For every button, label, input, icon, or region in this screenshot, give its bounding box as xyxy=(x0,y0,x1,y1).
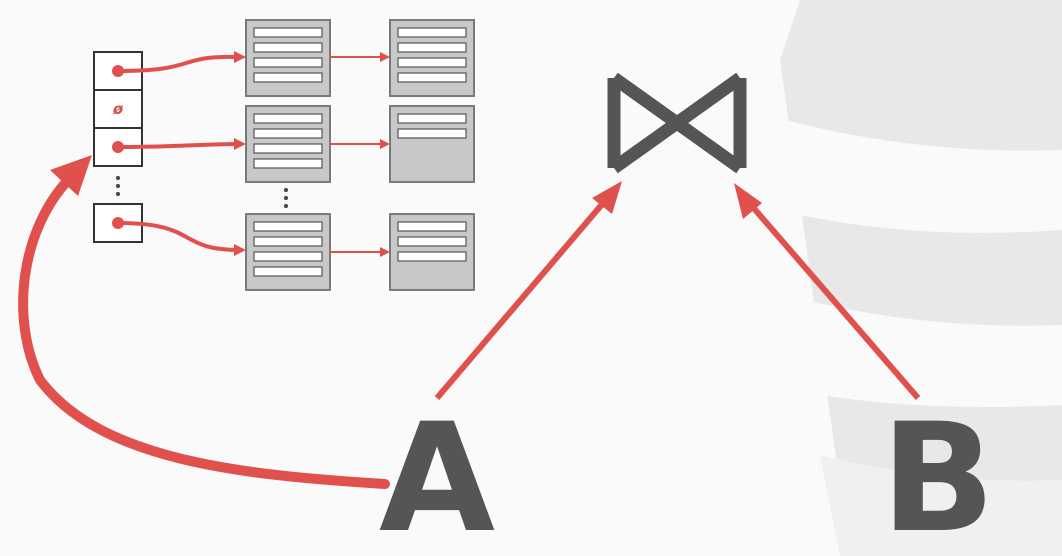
bucket-tuple-slot xyxy=(253,143,323,154)
arrowhead xyxy=(380,139,390,149)
chain-link-heads xyxy=(380,52,390,257)
bucket-tuple-slot xyxy=(253,128,323,139)
bucket-tuple-slot xyxy=(397,128,467,139)
relation-b-label: B xyxy=(881,392,995,556)
slot-pointer-heads xyxy=(112,51,246,256)
bucket-tuple-slot xyxy=(253,27,323,38)
bucket-tuple-slot xyxy=(397,57,467,68)
bucket-tuple-slot xyxy=(397,27,467,38)
relation-arrowheads xyxy=(50,155,762,219)
bucket-tuple-slot xyxy=(253,158,323,169)
arrowhead xyxy=(380,247,390,257)
bucket-tuple-slot xyxy=(397,72,467,83)
bucket-tuple-slot xyxy=(253,266,323,277)
bucket-page-row2-col1 xyxy=(245,105,331,183)
hash-table-directory: ø xyxy=(93,51,143,243)
pointer-slot-3 xyxy=(117,142,241,149)
arrowhead-hash-table xyxy=(50,155,92,196)
join-symbol xyxy=(607,72,747,174)
bucket-tuple-slot xyxy=(397,221,467,232)
arrow-b-to-join xyxy=(742,196,921,400)
pointer-slot-1 xyxy=(117,54,241,73)
bucket-page-row2-col2 xyxy=(389,105,475,183)
pointer-origin-dot xyxy=(112,141,124,153)
ellipsis-dot xyxy=(284,188,288,192)
pointer-origin-dot xyxy=(112,217,124,229)
arrowhead-join-left xyxy=(592,181,622,214)
pointer-slot-last xyxy=(117,221,241,252)
hash-slot-2 xyxy=(93,89,143,129)
bucket-page-row3-col2 xyxy=(389,213,475,291)
arrowhead-join-right xyxy=(734,183,762,219)
relation-a-label: A xyxy=(379,392,495,556)
ellipsis-dot xyxy=(116,192,120,196)
bucket-tuple-slot xyxy=(253,221,323,232)
bucket-tuple-slot xyxy=(253,57,323,68)
bucket-tuple-slot xyxy=(397,236,467,247)
bucket-tuple-slot xyxy=(253,113,323,124)
bucket-tuple-slot xyxy=(397,42,467,53)
ellipsis-dot xyxy=(284,204,288,208)
bucket-chains xyxy=(245,19,475,291)
database-background-shape xyxy=(780,0,1062,556)
bucket-page-row1-col2 xyxy=(389,19,475,97)
chain-links xyxy=(330,56,384,253)
bucket-tuple-slot xyxy=(253,251,323,262)
ellipsis-dot xyxy=(116,184,120,188)
bucket-tuple-slot xyxy=(253,236,323,247)
pointer-origin-dot xyxy=(112,65,124,77)
arrowhead xyxy=(234,244,246,256)
bucket-tuple-slot xyxy=(397,113,467,124)
bucket-page-row3-col1 xyxy=(245,213,331,291)
bucket-page-row1-col1 xyxy=(245,19,331,97)
relation-arrows xyxy=(18,173,921,489)
arrowhead xyxy=(234,138,246,150)
bucket-tuple-slot xyxy=(253,72,323,83)
slot-pointers xyxy=(117,54,241,252)
arrowhead xyxy=(380,52,390,62)
bucket-ellipsis xyxy=(284,188,288,208)
bucket-tuple-slot xyxy=(253,42,323,53)
null-slot-label: ø xyxy=(112,100,124,118)
arrow-a-to-hash-table xyxy=(18,173,390,489)
ellipsis-dot xyxy=(284,196,288,200)
arrow-a-to-join xyxy=(434,193,613,400)
bucket-tuple-slot xyxy=(397,251,467,262)
ellipsis-dot xyxy=(116,176,120,180)
arrowhead xyxy=(234,51,246,63)
